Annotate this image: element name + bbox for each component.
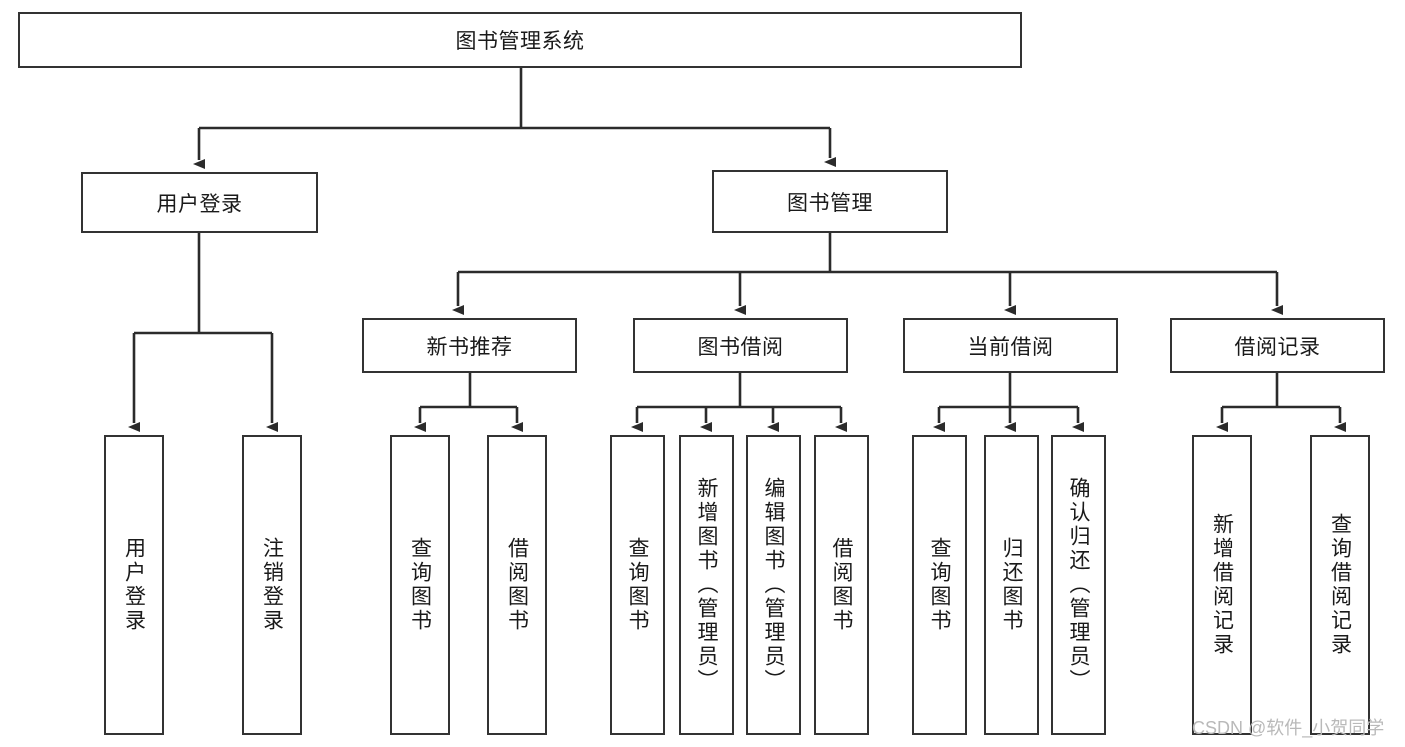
node-leaf-add-book-admin-label: 新增图书（管理员） — [695, 477, 718, 693]
edge-new-book-recommend-to-leaves — [414, 373, 523, 432]
node-leaf-borrow-book-recommend-label: 借阅图书 — [505, 537, 529, 633]
node-leaf-logout[interactable]: 注销登录 — [242, 435, 302, 735]
node-leaf-query-book-recommend[interactable]: 查询图书 — [390, 435, 450, 735]
edge-book-borrow-to-leaves — [631, 373, 847, 432]
node-leaf-query-book-borrow-label: 查询图书 — [626, 537, 649, 633]
node-new-book-recommend-label: 新书推荐 — [426, 335, 513, 359]
node-leaf-borrow-book-recommend[interactable]: 借阅图书 — [487, 435, 547, 735]
node-leaf-query-book-recommend-label: 查询图书 — [408, 537, 432, 633]
node-leaf-query-book-current-label: 查询图书 — [928, 537, 951, 633]
node-leaf-query-book-borrow[interactable]: 查询图书 — [610, 435, 665, 735]
node-user-login-label: 用户登录 — [156, 192, 243, 216]
node-new-book-recommend[interactable]: 新书推荐 — [362, 318, 577, 373]
node-book-borrow-label: 图书借阅 — [697, 335, 784, 359]
node-leaf-query-book-current[interactable]: 查询图书 — [912, 435, 967, 735]
node-leaf-user-login[interactable]: 用户登录 — [104, 435, 164, 735]
node-leaf-borrow-book[interactable]: 借阅图书 — [814, 435, 869, 735]
node-leaf-add-borrow-record-label: 新增借阅记录 — [1210, 513, 1234, 657]
node-leaf-user-login-label: 用户登录 — [122, 537, 146, 633]
node-leaf-add-borrow-record[interactable]: 新增借阅记录 — [1192, 435, 1252, 735]
node-leaf-return-book-label: 归还图书 — [1000, 537, 1023, 633]
node-book-borrow[interactable]: 图书借阅 — [633, 318, 848, 373]
node-leaf-borrow-book-label: 借阅图书 — [830, 537, 853, 633]
node-book-management-label: 图书管理 — [787, 191, 873, 215]
node-leaf-add-book-admin[interactable]: 新增图书（管理员） — [679, 435, 734, 735]
node-leaf-query-borrow-record-label: 查询借阅记录 — [1328, 513, 1352, 657]
node-leaf-logout-label: 注销登录 — [260, 537, 284, 633]
edge-root-to-level2 — [193, 68, 836, 169]
edge-current-borrow-to-leaves — [933, 373, 1084, 432]
node-current-borrow-label: 当前借阅 — [967, 335, 1054, 359]
node-borrow-record-label: 借阅记录 — [1234, 335, 1321, 359]
node-borrow-record[interactable]: 借阅记录 — [1170, 318, 1385, 373]
edge-borrow-record-to-leaves — [1216, 373, 1346, 432]
node-current-borrow[interactable]: 当前借阅 — [903, 318, 1118, 373]
node-leaf-return-book[interactable]: 归还图书 — [984, 435, 1039, 735]
node-book-management[interactable]: 图书管理 — [712, 170, 948, 233]
node-leaf-confirm-return-admin-label: 确认归还（管理员） — [1067, 477, 1090, 693]
node-leaf-confirm-return-admin[interactable]: 确认归还（管理员） — [1051, 435, 1106, 735]
node-leaf-edit-book-admin-label: 编辑图书（管理员） — [762, 477, 785, 693]
edge-book-management-to-level3 — [452, 233, 1283, 315]
node-root-label: 图书管理系统 — [455, 30, 585, 53]
node-leaf-query-borrow-record[interactable]: 查询借阅记录 — [1310, 435, 1370, 735]
edge-user-login-to-leaves — [128, 233, 278, 432]
node-root[interactable]: 图书管理系统 — [18, 12, 1022, 68]
node-user-login[interactable]: 用户登录 — [81, 172, 318, 233]
node-leaf-edit-book-admin[interactable]: 编辑图书（管理员） — [746, 435, 801, 735]
